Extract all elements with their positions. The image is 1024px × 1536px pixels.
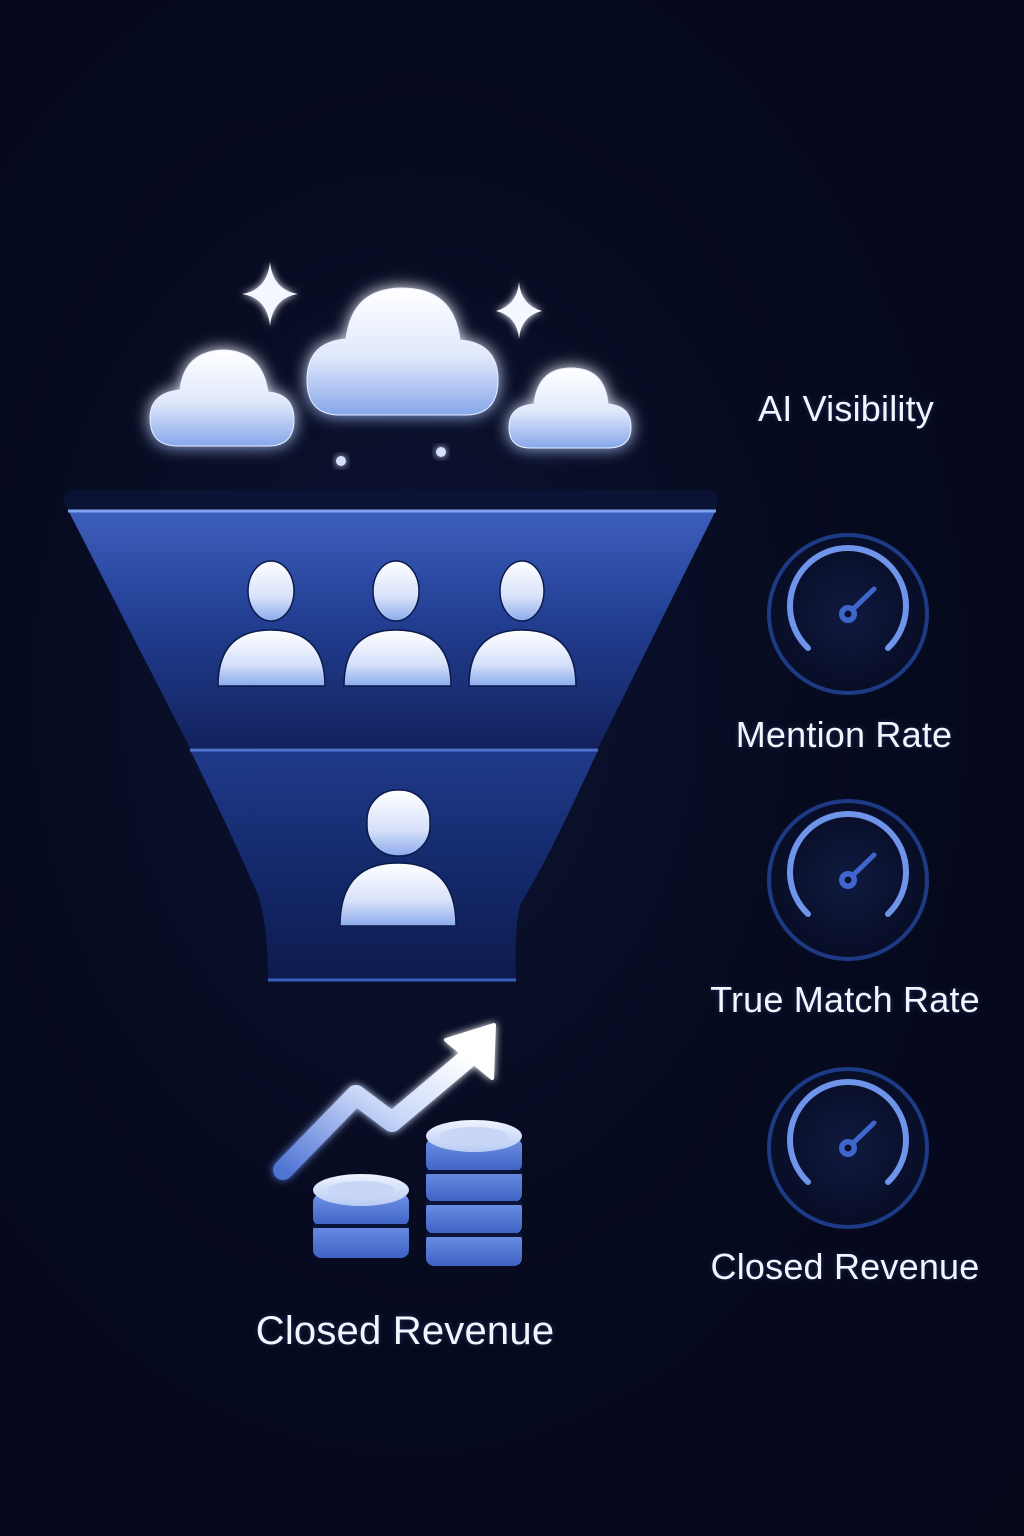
funnel-output-label: Closed Revenue — [255, 1309, 555, 1353]
cloud-icon — [306, 287, 499, 416]
cloud-icon — [508, 367, 632, 449]
gauge-icon — [767, 799, 929, 961]
growth-arrow-icon — [273, 1023, 496, 1180]
gauge-icon — [767, 1067, 929, 1229]
funnel-rim — [64, 490, 718, 512]
metric-label-true-match-rate: True Match Rate — [710, 979, 980, 1020]
metric-label-closed-revenue: Closed Revenue — [710, 1246, 980, 1287]
dot-icon — [336, 456, 346, 466]
gauge-icon — [767, 533, 929, 695]
funnel-stage-top — [68, 509, 716, 748]
sparkle-icon — [496, 282, 542, 339]
dot-icon — [436, 447, 446, 457]
cloud-icon — [149, 349, 295, 447]
coin-stack-icon — [313, 1174, 409, 1258]
sparkle-icon — [242, 262, 298, 326]
single-person-icon — [339, 789, 457, 927]
coin-stack-icon — [426, 1120, 522, 1266]
group-of-people-icon — [217, 560, 577, 687]
metric-label-ai-visibility: AI Visibility — [758, 388, 934, 429]
metric-label-mention-rate: Mention Rate — [735, 714, 953, 755]
